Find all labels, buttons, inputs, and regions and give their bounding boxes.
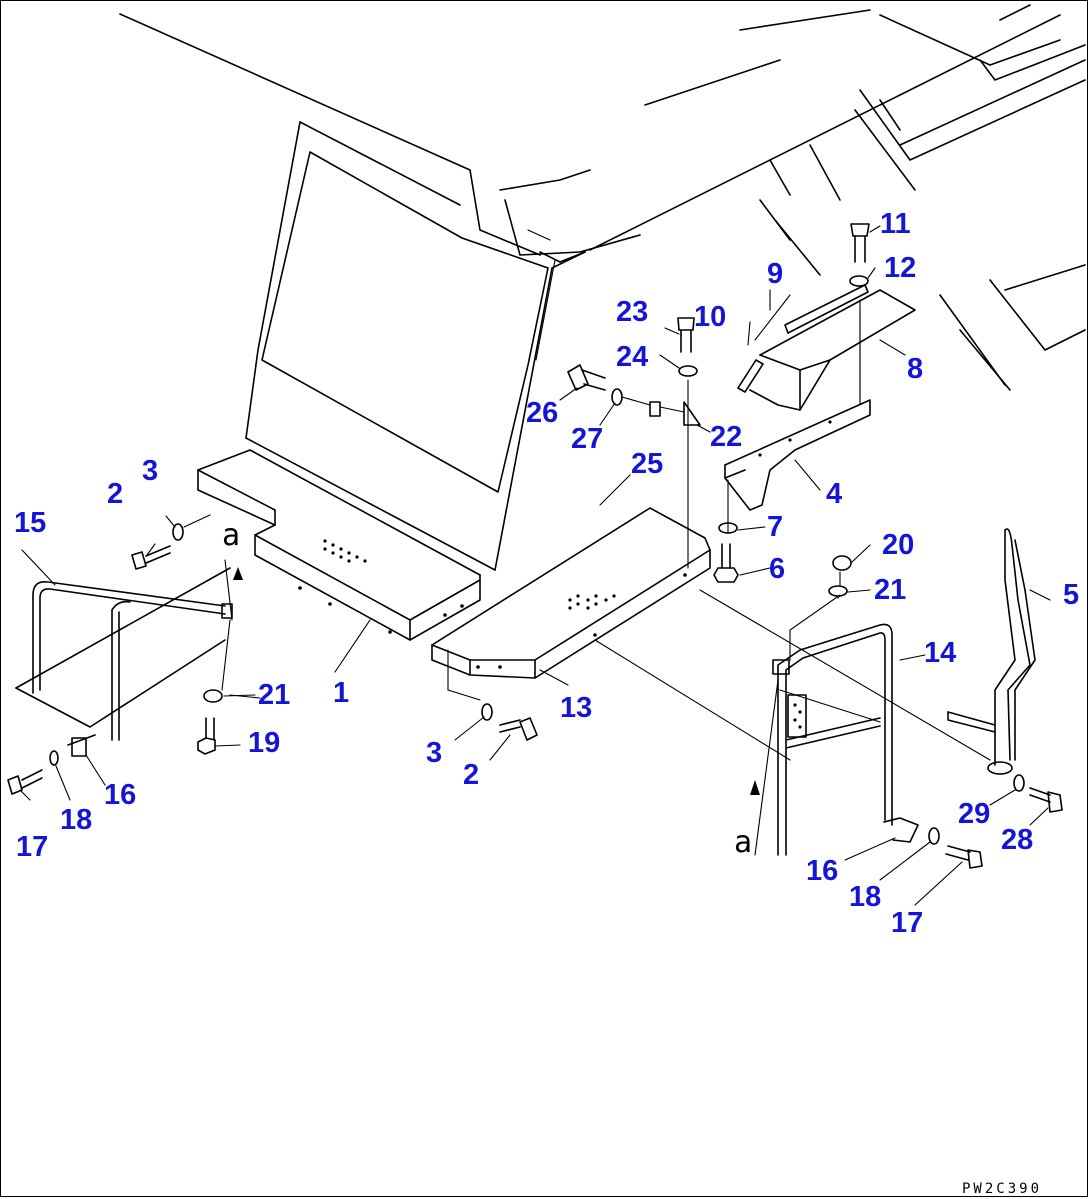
part-label-3-left: 3 <box>142 455 158 487</box>
hardware <box>7 223 1063 869</box>
part-label-18-right: 18 <box>849 881 881 913</box>
handrail-14 <box>772 623 919 856</box>
part-label-2-left: 2 <box>107 478 123 510</box>
part-label-3-bottom: 3 <box>426 737 442 769</box>
step-13 <box>431 507 711 679</box>
part-label-24: 24 <box>616 341 648 373</box>
part-label-13: 13 <box>560 692 592 724</box>
part-label-21-left: 21 <box>258 679 290 711</box>
handrail-5 <box>947 528 1036 775</box>
handrail-15 <box>15 567 233 757</box>
part-label-2-bottom: 2 <box>463 759 479 791</box>
part-label-28: 28 <box>1001 824 1033 856</box>
part-label-10: 10 <box>694 301 726 333</box>
part-label-23: 23 <box>616 296 648 328</box>
cab-body <box>119 13 641 571</box>
part-label-19: 19 <box>248 727 280 759</box>
part-label-22: 22 <box>710 421 742 453</box>
step-1 <box>197 449 481 641</box>
ref-letter-a-left: a <box>222 518 240 553</box>
part-label-6: 6 <box>769 553 785 585</box>
part-label-12: 12 <box>884 252 916 284</box>
label-pointers <box>19 225 1051 906</box>
part-label-25: 25 <box>631 448 663 480</box>
part-label-9: 9 <box>767 258 783 290</box>
part-label-4: 4 <box>826 478 842 510</box>
part-label-29: 29 <box>958 798 990 830</box>
part-label-16-left: 16 <box>104 779 136 811</box>
part-label-8: 8 <box>907 353 923 385</box>
part-label-5: 5 <box>1063 579 1079 611</box>
part-label-17-right: 17 <box>891 907 923 939</box>
part-label-17-left: 17 <box>16 831 48 863</box>
ref-arrows <box>233 567 760 795</box>
step-1-holes <box>323 539 367 563</box>
part-label-16-right: 16 <box>806 855 838 887</box>
part-label-1: 1 <box>333 677 349 709</box>
part-label-21-right: 21 <box>874 574 906 606</box>
part-callouts: 1 2 3 15 3 2 13 21 19 17 18 16 4 6 7 8 9… <box>14 208 1079 939</box>
part-label-11: 11 <box>880 208 911 240</box>
leader-lines <box>221 294 991 856</box>
ref-letter-a-right: a <box>734 825 752 860</box>
step-13-holes <box>568 594 616 610</box>
bracket-4 <box>724 399 871 511</box>
drawing-code: PW2C390 <box>962 1181 1042 1197</box>
part-label-20: 20 <box>882 529 914 561</box>
upper-frame <box>589 4 1086 391</box>
part-label-27: 27 <box>571 423 603 455</box>
cover-8 <box>749 289 916 411</box>
part-label-15: 15 <box>14 507 46 539</box>
part-label-7: 7 <box>767 511 783 543</box>
part-label-14: 14 <box>924 637 956 669</box>
part-label-18-left: 18 <box>60 804 92 836</box>
part-label-26: 26 <box>526 397 558 429</box>
